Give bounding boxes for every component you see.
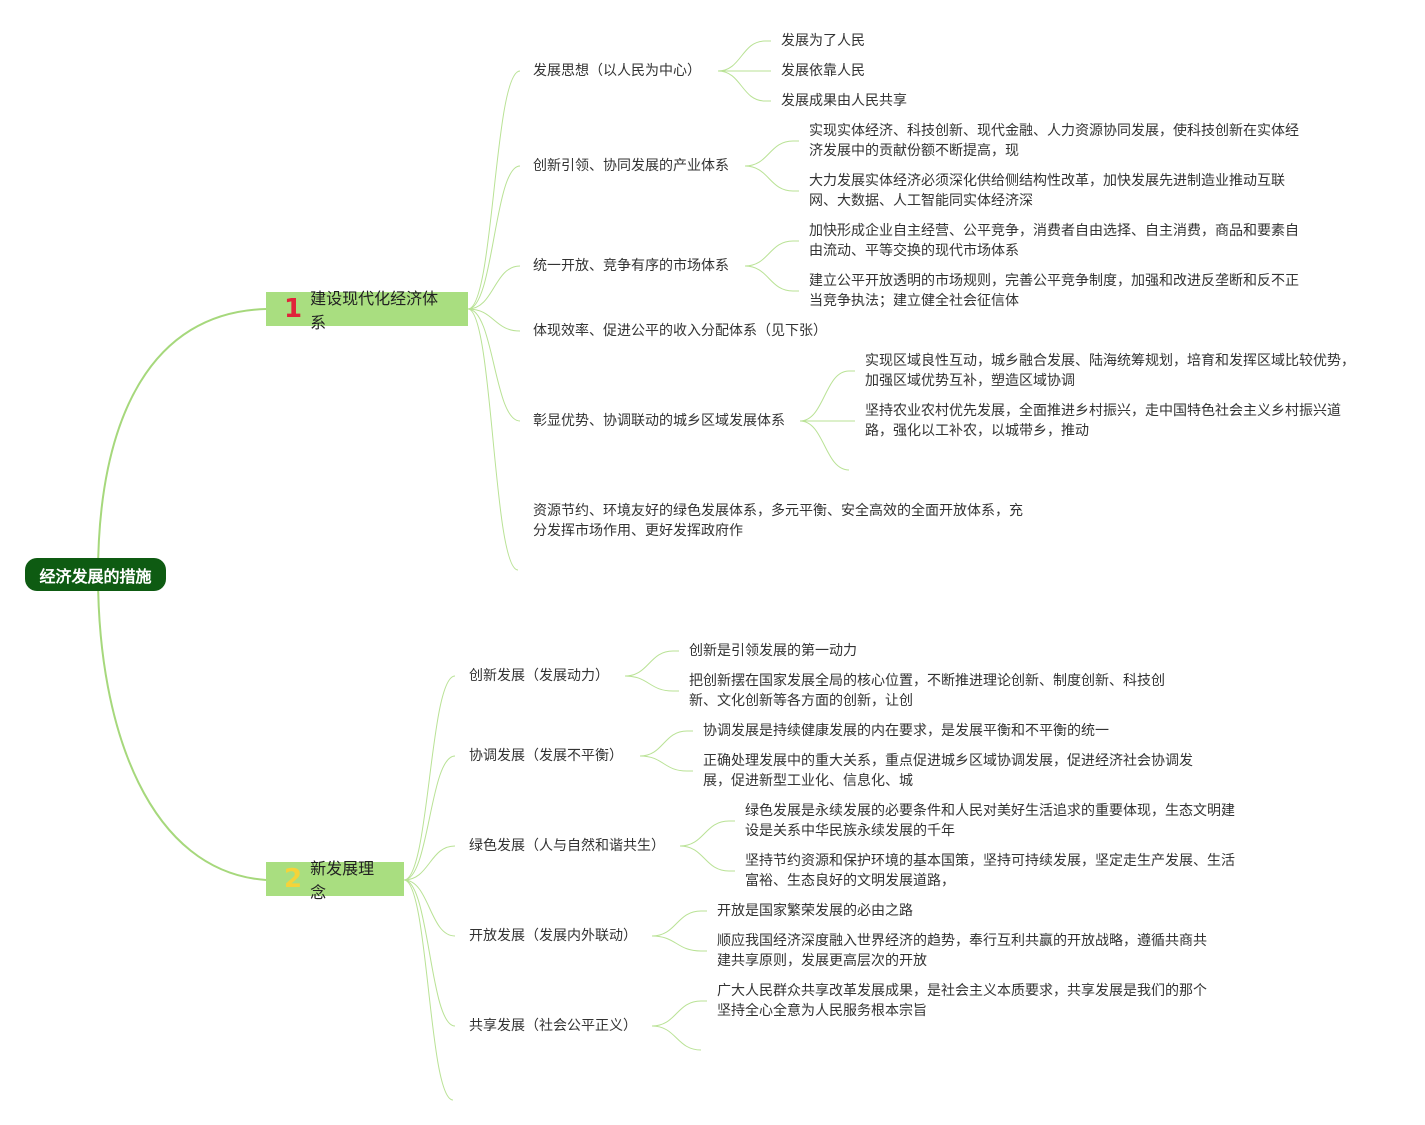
leaf-open-strategy[interactable]: 顺应我国经济深度融入世界经济的趋势，奉行互利共赢的开放战略，遵循共商共 建共享原… — [717, 933, 1207, 969]
leaf-coordination-requirement[interactable]: 协调发展是持续健康发展的内在要求，是发展平衡和不平衡的统一 — [703, 723, 1109, 739]
connector — [403, 845, 456, 881]
leaf-innovation-first-power[interactable]: 创新是引领发展的第一动力 — [689, 643, 857, 659]
leaf-rely-on-people[interactable]: 发展依靠人民 — [781, 63, 865, 79]
connector — [679, 845, 735, 872]
connector — [651, 1000, 707, 1027]
connector — [639, 730, 693, 757]
topic-development-thought[interactable]: 发展思想（以人民为中心） — [533, 63, 701, 79]
connector — [467, 308, 519, 571]
connector — [679, 820, 735, 847]
connector — [744, 265, 799, 292]
root-node[interactable]: 经济发展的措施 — [25, 558, 166, 591]
branch-node-2[interactable]: 2 新发展理念 — [266, 859, 404, 902]
connector — [403, 675, 456, 881]
connector — [624, 650, 679, 677]
leaf-green-policy[interactable]: 坚持节约资源和保护环境的基本国策，坚持可持续发展，坚定走生产发展、生活 富裕、生… — [745, 853, 1235, 889]
connector — [651, 935, 707, 952]
leaf-innovation-core[interactable]: 把创新摆在国家发展全局的核心位置，不断推进理论创新、制度创新、科技创 新、文化创… — [689, 673, 1165, 709]
leaf-modern-market[interactable]: 加快形成企业自主经营、公平竞争，消费者自由选择、自主消费，商品和要素自 由流动、… — [809, 223, 1299, 259]
topic-income-distribution[interactable]: 体现效率、促进公平的收入分配体系（见下张） — [533, 323, 827, 339]
leaf-open-road[interactable]: 开放是国家繁荣发展的必由之路 — [717, 903, 913, 919]
leaf-regional-interaction[interactable]: 实现区域良性互动，城乡融合发展、陆海统筹规划，培育和发挥区域比较优势， 加强区域… — [865, 353, 1355, 389]
topic-green-development[interactable]: 绿色发展（人与自然和谐共生） — [469, 838, 665, 854]
leaf-shared-reform[interactable]: 广大人民群众共享改革发展成果，是社会主义本质要求，共享发展是我们的那个 坚持全心… — [717, 983, 1207, 1019]
leaf-industrial-coordination[interactable]: 实现实体经济、科技创新、现代金融、人力资源协同发展，使科技创新在实体经 济发展中… — [809, 123, 1299, 159]
topic-innovative-development[interactable]: 创新发展（发展动力） — [469, 668, 609, 684]
topic-shared-development[interactable]: 共享发展（社会公平正义） — [469, 1018, 637, 1034]
connector — [799, 370, 855, 422]
leaf-supply-side-reform[interactable]: 大力发展实体经济必须深化供给侧结构性改革，加快发展先进制造业推动互联 网、大数据… — [809, 173, 1285, 209]
connector — [467, 308, 521, 422]
topic-market-system[interactable]: 统一开放、竞争有序的市场体系 — [533, 258, 729, 274]
connector — [799, 420, 850, 471]
leaf-coordination-relations[interactable]: 正确处理发展中的重大关系，重点促进城乡区域协调发展，促进经济社会协调发 展，促进… — [703, 753, 1193, 789]
connector — [717, 70, 771, 102]
connector — [744, 240, 799, 267]
branch-label-2: 新发展理念 — [310, 859, 375, 902]
leaf-market-rules[interactable]: 建立公平开放透明的市场规则，完善公平竞争制度，加强和改进反垄断和反不正 当竞争执… — [809, 273, 1299, 309]
connector — [744, 140, 799, 167]
connector-root-branch1 — [97, 308, 267, 576]
topic-coordinated-development[interactable]: 协调发展（发展不平衡） — [469, 748, 623, 764]
connector — [717, 40, 771, 72]
topic-urban-rural-regional[interactable]: 彰显优势、协调联动的城乡区域发展体系 — [533, 413, 785, 429]
branch-label-1: 建设现代化经济体系 — [310, 289, 439, 332]
topic-green-open-system[interactable]: 资源节约、环境友好的绿色发展体系，多元平衡、安全高效的全面开放体系，充 分发挥市… — [533, 503, 1023, 539]
connector — [651, 910, 707, 937]
connector — [651, 1025, 702, 1051]
leaf-green-condition[interactable]: 绿色发展是永续发展的必要条件和人民对美好生活追求的重要体现，生态文明建 设是关系… — [745, 803, 1235, 839]
connector — [403, 755, 456, 881]
connector-root-branch2 — [97, 574, 267, 881]
connector — [403, 879, 456, 1027]
branch-node-1[interactable]: 1 建设现代化经济体系 — [266, 289, 468, 332]
connector — [467, 265, 521, 310]
connector — [624, 675, 679, 692]
connector — [744, 165, 799, 192]
topic-open-development[interactable]: 开放发展（发展内外联动） — [469, 928, 637, 944]
leaf-rural-revitalization[interactable]: 坚持农业农村优先发展，全面推进乡村振兴，走中国特色社会主义乡村振兴道 路，强化以… — [865, 403, 1341, 439]
root-label: 经济发展的措施 — [39, 566, 152, 586]
connector — [403, 879, 454, 1101]
connector — [403, 879, 456, 937]
branch-number-2: 2 — [284, 864, 303, 894]
connector — [467, 70, 521, 310]
leaf-shared-by-people[interactable]: 发展成果由人民共享 — [781, 93, 907, 109]
topic-industrial-system[interactable]: 创新引领、协同发展的产业体系 — [533, 158, 729, 174]
connector — [467, 308, 521, 332]
leaf-for-people[interactable]: 发展为了人民 — [781, 33, 865, 49]
connector — [467, 165, 521, 310]
connector — [639, 755, 693, 772]
branch-number-1: 1 — [284, 294, 303, 324]
